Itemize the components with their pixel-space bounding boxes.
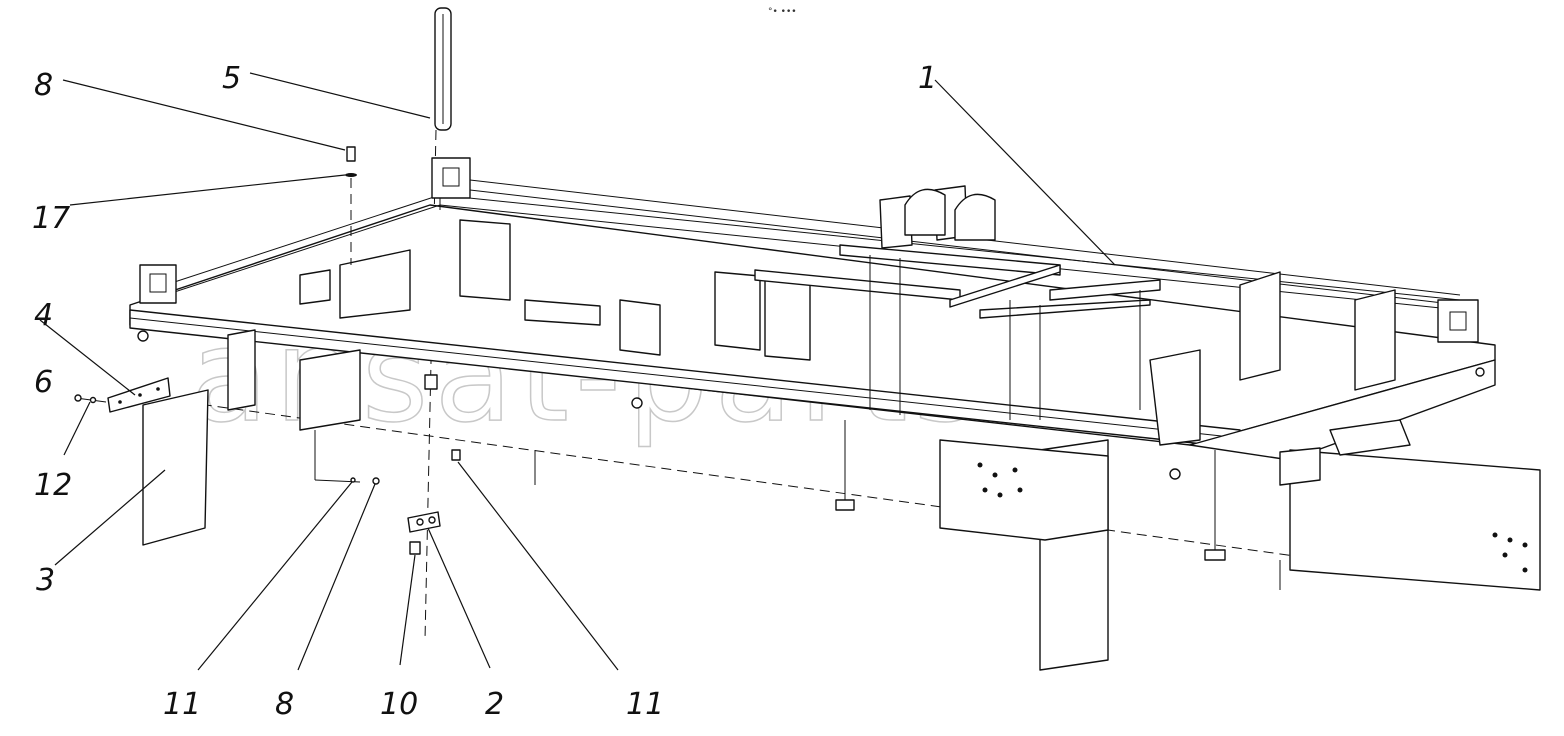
callout-10: 10 <box>380 687 418 722</box>
callout-5: 5 <box>222 61 241 96</box>
callout-2: 2 <box>485 687 504 722</box>
callout-labels: 8 5 1 17 4 6 12 3 11 8 10 2 11 <box>32 61 937 722</box>
part-bolt-and-washer-top <box>345 146 357 265</box>
callout-3: 3 <box>36 563 55 598</box>
callout-6: 6 <box>34 365 53 400</box>
callout-11-left: 11 <box>163 687 201 722</box>
leader-lines <box>39 72 1116 671</box>
part-side-plate <box>142 389 209 546</box>
callout-17: 17 <box>32 201 70 236</box>
part-strip <box>107 377 171 413</box>
callout-4: 4 <box>34 298 53 333</box>
callout-12: 12 <box>34 468 72 503</box>
top-mark: °• ••• <box>768 7 797 17</box>
callout-8-top: 8 <box>34 68 53 103</box>
part-main-frame <box>129 157 1541 591</box>
callout-11-right: 11 <box>626 687 664 722</box>
part-lower-fasteners <box>350 374 461 555</box>
part-screw-and-washer <box>74 394 107 404</box>
callout-1: 1 <box>918 61 937 96</box>
part-lower-brackets <box>227 329 1541 671</box>
callout-8-bottom: 8 <box>275 687 294 722</box>
